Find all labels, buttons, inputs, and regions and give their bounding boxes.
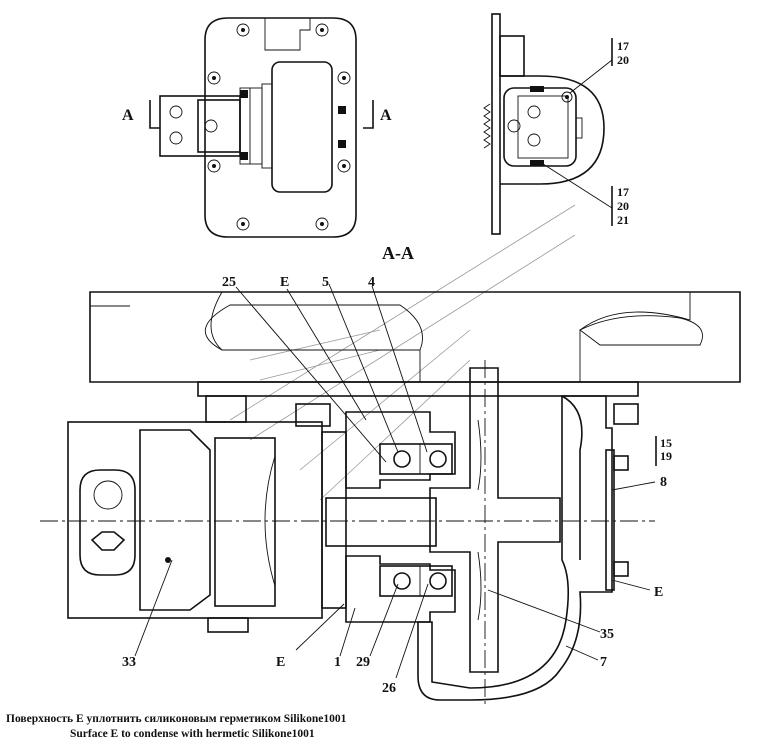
callout-1: 1: [334, 655, 341, 670]
label-17-a: 17: [617, 39, 629, 53]
callout-33: 33: [122, 655, 136, 670]
label-21: 21: [617, 213, 629, 227]
callouts: 25 E 5 4 15 19 8 E 35 7 33 E 1 29 26: [122, 275, 672, 696]
callout-29: 29: [356, 655, 370, 670]
section-marker-right: A: [380, 107, 392, 124]
section-marker-left: A: [122, 107, 134, 124]
label-17-b: 17: [617, 185, 629, 199]
caption-russian: Поверхность E уплотнить силиконовым герм…: [6, 713, 347, 725]
side-view: 17 20 17 20 21: [483, 13, 629, 235]
callout-E-right: E: [654, 585, 663, 600]
callout-4: 4: [368, 275, 375, 290]
callout-5: 5: [322, 275, 329, 290]
callout-7: 7: [600, 655, 607, 670]
callout-25: 25: [222, 275, 236, 290]
callout-35: 35: [600, 627, 614, 642]
callout-8: 8: [660, 475, 667, 490]
callout-15: 15: [660, 436, 672, 450]
label-20-b: 20: [617, 199, 629, 213]
callout-E-bottom: E: [276, 655, 285, 670]
label-20-a: 20: [617, 53, 629, 67]
section-view: [40, 204, 741, 705]
caption-english: Surface E to condense with hermetic Sili…: [70, 728, 315, 740]
callout-19: 19: [660, 449, 672, 463]
callout-E-top: E: [280, 275, 289, 290]
section-title: A-A: [382, 243, 414, 263]
plan-view: A A: [122, 17, 392, 238]
callout-26: 26: [382, 681, 396, 696]
